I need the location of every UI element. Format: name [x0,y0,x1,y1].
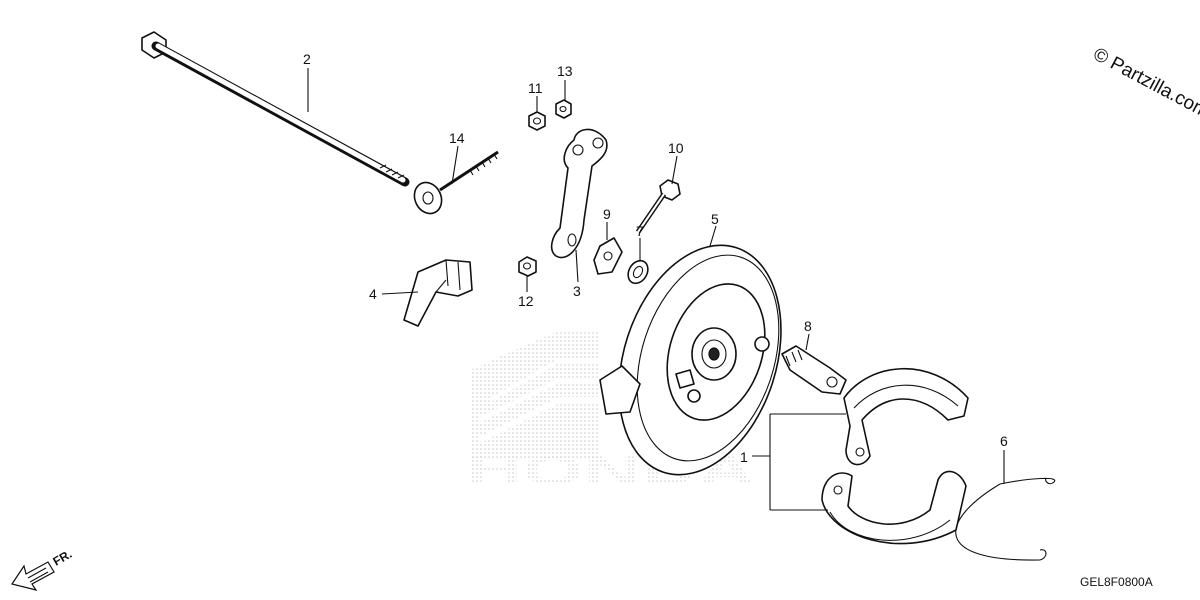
front-direction-arrow [11,561,55,591]
callout-10: 10 [668,140,684,156]
leader-lines [307,68,1005,511]
callout-5: 5 [711,211,719,227]
callout-8: 8 [804,318,812,334]
callout-4: 4 [369,286,377,302]
callout-13: 13 [557,63,573,79]
part-7-washer [627,259,649,285]
part-11-nut [528,111,546,131]
diagram-code: GEL8F0800A [1080,575,1153,589]
part-5-brake-panel [599,244,782,476]
part-9-washer-plate [593,237,623,275]
callout-6: 6 [1000,433,1008,449]
part-10-flange-bolt [635,179,681,234]
part-4-brake-arm-clip [403,259,473,327]
part-14-adjuster-bolt [413,150,499,215]
callout-14: 14 [449,130,465,146]
callout-9: 9 [603,206,611,222]
honda-wing-watermark [470,330,600,460]
part-2-axle-bolt [141,31,410,187]
callout-12: 12 [518,293,534,309]
part-8-brake-cam [781,345,847,395]
part-1-brake-shoe-upper [843,367,969,466]
part-6-shoe-spring [955,477,1056,561]
callout-11: 11 [528,80,543,96]
front-direction-label: FR. [51,547,75,569]
part-1-brake-shoe-lower [821,470,967,545]
callout-labels: 1 2 3 4 5 6 7 8 9 10 11 12 13 14 [303,51,1008,465]
part-12-nut [518,256,537,277]
callout-7: 7 [636,223,644,239]
copyright-watermark: © Partzilla.com [1090,44,1200,123]
callout-2: 2 [303,51,311,67]
callout-3: 3 [573,283,581,299]
callout-1: 1 [740,449,748,465]
part-13-nut [555,99,572,119]
part-3-stay-bracket [550,128,608,259]
